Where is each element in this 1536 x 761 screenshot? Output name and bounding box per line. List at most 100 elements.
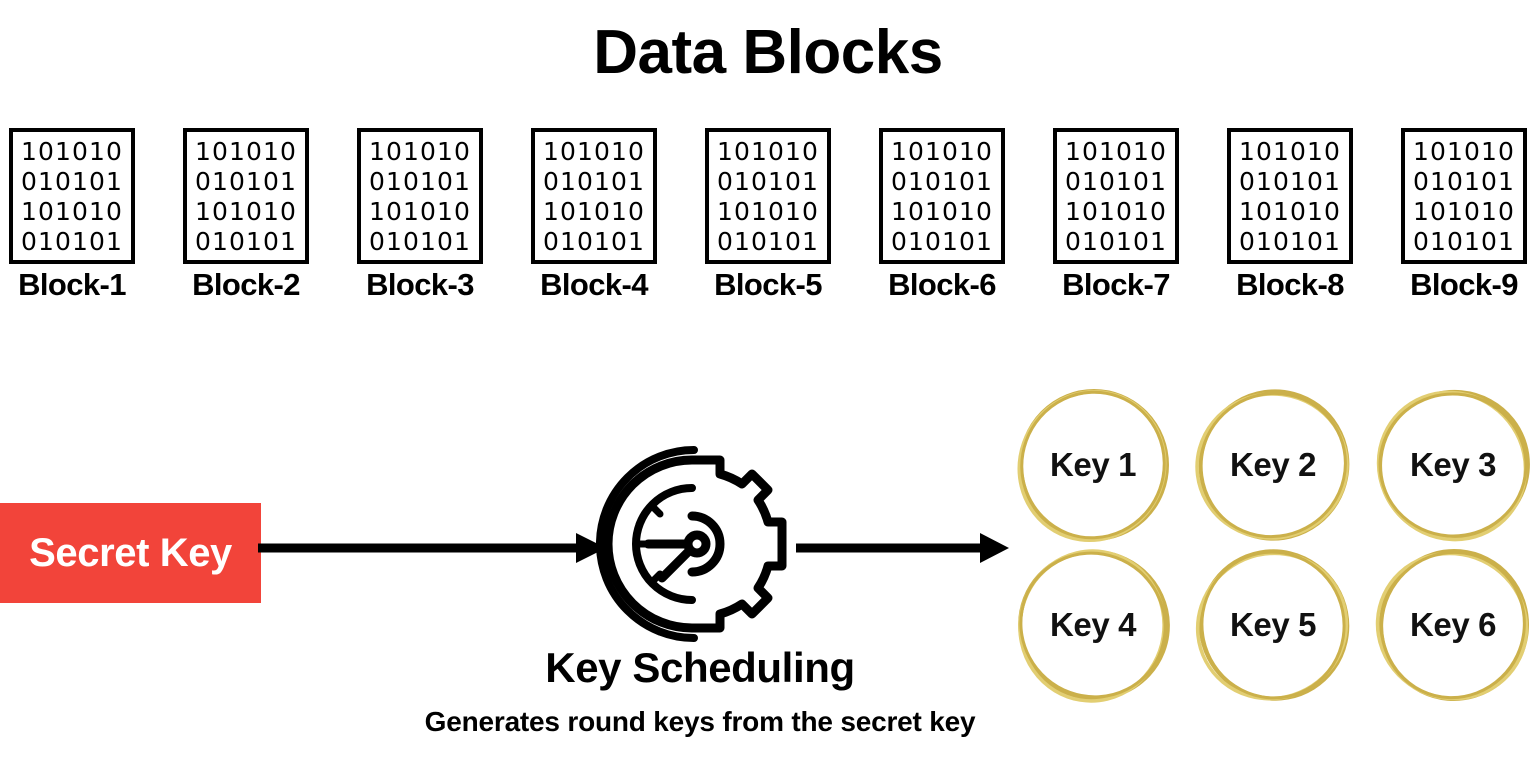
bit-digit: 0 — [38, 196, 56, 226]
data-block-label: Block-2 — [192, 267, 300, 302]
bit-digit: 1 — [1290, 226, 1308, 256]
bit-digit: 1 — [785, 136, 803, 166]
bit-digit: 1 — [263, 136, 281, 166]
data-block-label: Block-9 — [1410, 267, 1518, 302]
bit-digit: 1 — [959, 196, 977, 226]
bit-digit: 1 — [717, 196, 735, 226]
round-key-circle[interactable]: Key 4 — [1010, 542, 1176, 708]
bit-digit: 1 — [1273, 136, 1291, 166]
bit-digit: 1 — [1324, 226, 1342, 256]
bit-digit: 0 — [1307, 166, 1325, 196]
bit-digit: 1 — [386, 166, 404, 196]
bit-digit: 0 — [1082, 196, 1100, 226]
bit-digit: 1 — [802, 226, 820, 256]
bit-digit: 0 — [437, 166, 455, 196]
clock-gear-icon — [596, 446, 787, 642]
bit-digit: 0 — [212, 196, 230, 226]
bit-digit: 0 — [1430, 136, 1448, 166]
bit-digit: 1 — [420, 226, 438, 256]
bit-digit: 1 — [72, 166, 90, 196]
round-key-circle[interactable]: Key 2 — [1190, 382, 1356, 548]
bit-digit: 0 — [959, 166, 977, 196]
round-key-circle[interactable]: Key 3 — [1370, 382, 1536, 548]
bit-digit: 1 — [560, 226, 578, 256]
bit-digit: 0 — [420, 136, 438, 166]
bit-digit: 0 — [785, 226, 803, 256]
bit-digit: 1 — [403, 136, 421, 166]
bit-digit: 0 — [611, 226, 629, 256]
bit-digit: 1 — [891, 136, 909, 166]
bit-digit: 0 — [403, 226, 421, 256]
bit-digit: 1 — [611, 136, 629, 166]
bit-digit: 0 — [577, 226, 595, 256]
bit-digit: 0 — [1324, 196, 1342, 226]
round-key-label: Key 6 — [1409, 606, 1497, 643]
bit-digit: 0 — [802, 136, 820, 166]
bit-digit: 0 — [942, 196, 960, 226]
bit-digit: 1 — [212, 166, 230, 196]
bit-digit: 1 — [1307, 196, 1325, 226]
bit-digit: 0 — [751, 166, 769, 196]
data-block-label: Block-8 — [1236, 267, 1344, 302]
bit-digit: 0 — [925, 226, 943, 256]
bit-digit: 1 — [229, 196, 247, 226]
bit-digit: 1 — [106, 166, 124, 196]
bit-digit: 0 — [1133, 226, 1151, 256]
bit-digit: 0 — [280, 196, 298, 226]
bit-digit: 0 — [717, 166, 735, 196]
data-block-label: Block-3 — [366, 267, 474, 302]
bit-digit: 0 — [976, 196, 994, 226]
bit-digit: 0 — [1413, 226, 1431, 256]
bit-digit: 1 — [751, 196, 769, 226]
round-key-circle[interactable]: Key 5 — [1190, 542, 1356, 708]
secret-key-box[interactable]: Secret Key — [0, 503, 261, 603]
bit-digit: 0 — [768, 136, 786, 166]
round-key-label: Key 4 — [1049, 606, 1137, 643]
round-key-circle[interactable]: Key 6 — [1370, 542, 1536, 708]
bit-digit: 0 — [543, 226, 561, 256]
bit-digit: 0 — [1239, 166, 1257, 196]
bit-digit: 1 — [403, 196, 421, 226]
bit-digit: 1 — [38, 226, 56, 256]
bit-digit: 0 — [386, 136, 404, 166]
bit-digit: 0 — [454, 196, 472, 226]
bit-digit: 0 — [543, 166, 561, 196]
bit-digit: 1 — [802, 166, 820, 196]
bit-digit: 0 — [369, 226, 387, 256]
bit-digit: 1 — [55, 136, 73, 166]
bit-digit: 0 — [195, 226, 213, 256]
bit-digit: 0 — [751, 226, 769, 256]
bit-digit: 1 — [1290, 166, 1308, 196]
bit-digit: 0 — [891, 166, 909, 196]
key-ring-icon — [1376, 389, 1530, 542]
bit-digit: 0 — [785, 166, 803, 196]
bit-digit: 0 — [72, 136, 90, 166]
bit-digit: 0 — [594, 196, 612, 226]
bit-digit: 1 — [1082, 166, 1100, 196]
bit-digit: 1 — [717, 136, 735, 166]
bit-digit: 0 — [72, 196, 90, 226]
bit-digit: 0 — [89, 166, 107, 196]
bit-digit: 0 — [1099, 226, 1117, 256]
bit-digit: 1 — [1099, 196, 1117, 226]
bit-digit: 0 — [942, 136, 960, 166]
bit-digit: 1 — [1307, 136, 1325, 166]
round-key-label: Key 3 — [1409, 446, 1497, 483]
bit-digit: 0 — [1133, 166, 1151, 196]
bit-digit: 1 — [420, 166, 438, 196]
round-key-circle[interactable]: Key 1 — [1010, 382, 1176, 548]
bit-digit: 0 — [611, 166, 629, 196]
